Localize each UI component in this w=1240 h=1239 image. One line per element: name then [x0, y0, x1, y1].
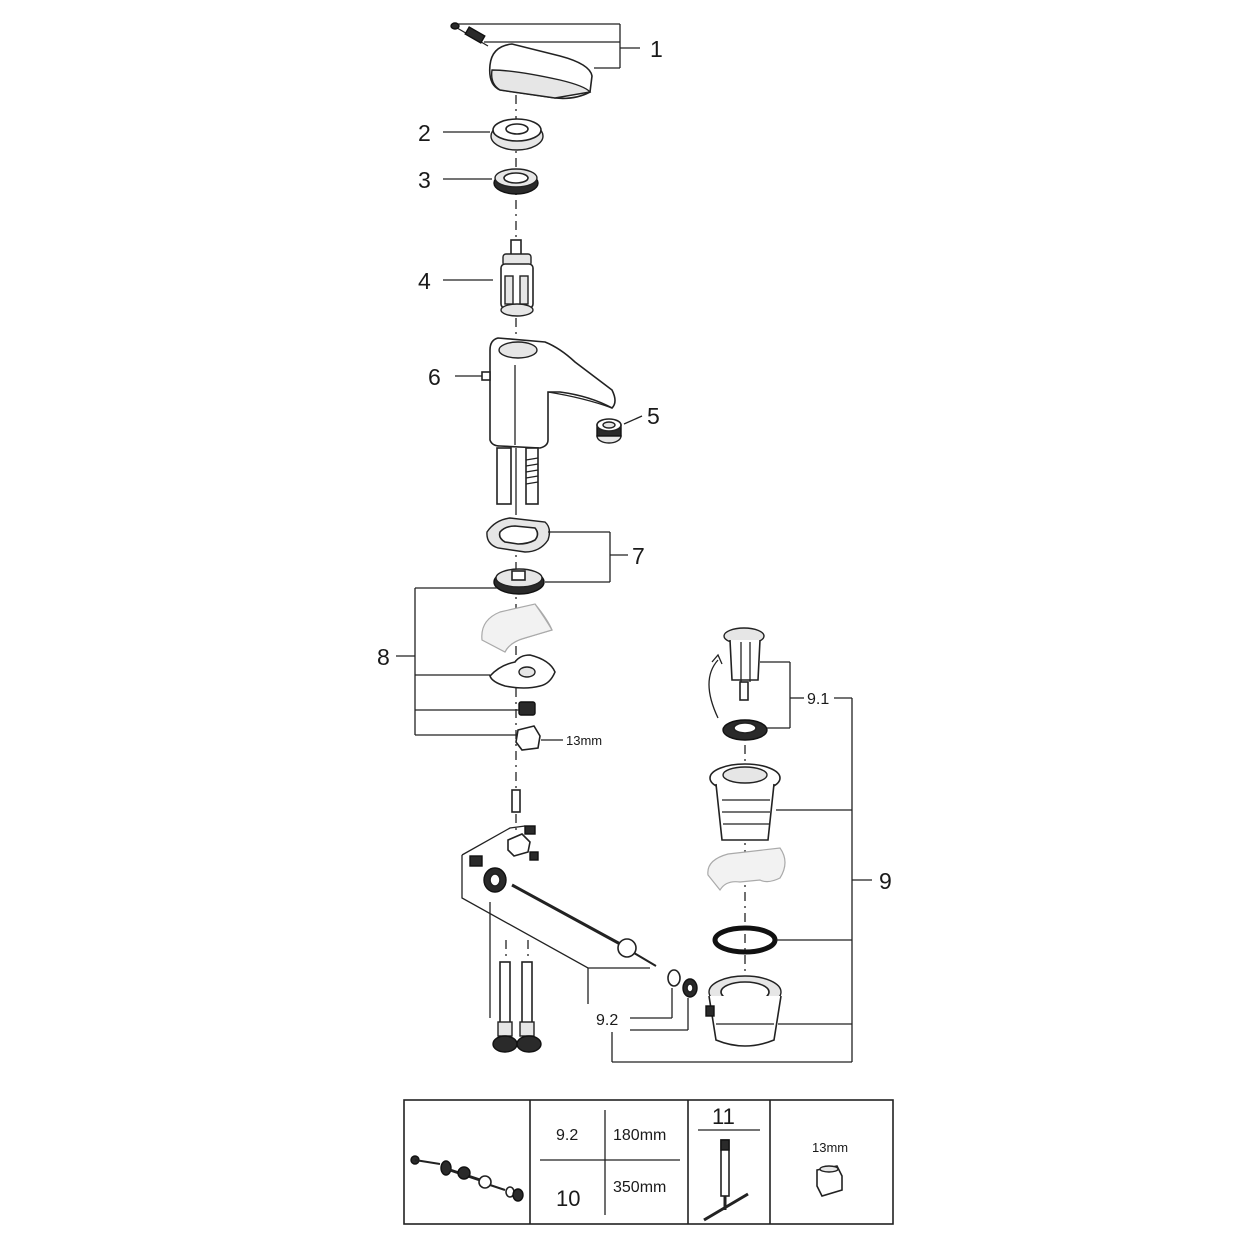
- table-rod-drawing: [410, 1155, 524, 1202]
- callout-3: 3: [418, 167, 431, 193]
- table-nut-drawing: [816, 1165, 843, 1197]
- callout-5: 5: [647, 403, 660, 429]
- pop-up-rod-connector: [461, 789, 698, 998]
- spare-parts-table: [403, 1099, 894, 1225]
- part-8-fixing-set: [481, 603, 556, 751]
- part-1-lever-handle: [450, 22, 593, 100]
- part-9-popup-waste: [705, 627, 786, 1047]
- callout-8-nut-size: 13mm: [566, 733, 602, 748]
- part-7-base-seal: [486, 517, 551, 595]
- callout-4: 4: [418, 268, 431, 294]
- callout-9-2: 9.2: [596, 1012, 618, 1029]
- part-4-cartridge: [500, 239, 534, 317]
- part-3-threaded-ring: [493, 168, 539, 195]
- callout-9-1: 9.1: [807, 691, 829, 708]
- table-ref-9-2: 9.2: [556, 1127, 578, 1144]
- part-6-mixer-body: [481, 337, 616, 515]
- part-2-cover-ring: [490, 118, 544, 151]
- table-tool-key-drawing: [703, 1139, 749, 1222]
- part-10-flexible-hoses: [492, 961, 542, 1053]
- callout-8: 8: [377, 644, 390, 670]
- callout-6: 6: [428, 364, 441, 390]
- callout-7: 7: [632, 543, 645, 569]
- table-nut-size: 13mm: [812, 1140, 848, 1155]
- table-length-180: 180mm: [613, 1127, 666, 1144]
- table-ref-10: 10: [556, 1186, 580, 1211]
- part-5-aerator: [596, 418, 622, 444]
- table-length-350: 350mm: [613, 1179, 666, 1196]
- callout-1: 1: [650, 36, 663, 62]
- callout-2: 2: [418, 120, 431, 146]
- table-tool-ref-11: 11: [712, 1104, 735, 1129]
- callout-9: 9: [879, 868, 892, 894]
